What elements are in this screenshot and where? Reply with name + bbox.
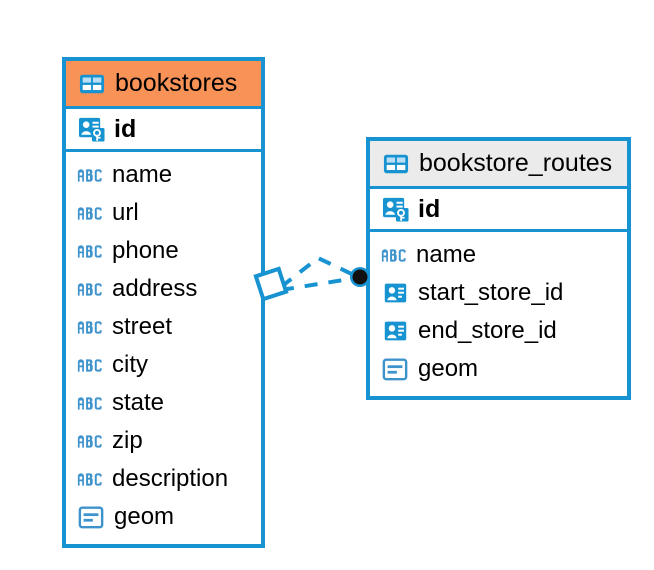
field-list-bookstores: name url (66, 152, 261, 540)
abc-text-icon (77, 428, 103, 454)
entity-header-bookstore-routes[interactable]: bookstore_routes (370, 141, 627, 186)
geometry-icon (77, 503, 105, 531)
foreign-key-icon (381, 279, 409, 307)
field-row[interactable]: zip (66, 422, 261, 460)
field-row[interactable]: address (66, 270, 261, 308)
abc-text-icon (77, 162, 103, 188)
field-label: description (112, 465, 229, 492)
abc-text-icon (77, 352, 103, 378)
field-row[interactable]: city (66, 346, 261, 384)
entity-table-bookstores[interactable]: bookstores (62, 57, 265, 548)
field-label: name (416, 241, 477, 268)
primary-key-icon (77, 115, 105, 143)
table-icon (78, 70, 106, 98)
geometry-icon (381, 355, 409, 383)
field-row[interactable]: geom (370, 350, 627, 388)
field-row[interactable]: description (66, 460, 261, 498)
field-label: street (112, 313, 173, 340)
field-row[interactable]: url (66, 194, 261, 232)
relationship-line-upper (279, 255, 357, 289)
abc-text-icon (381, 242, 407, 268)
field-label: address (112, 275, 198, 302)
field-row[interactable]: name (66, 156, 261, 194)
field-label: phone (112, 237, 179, 264)
field-label: zip (112, 427, 143, 454)
field-label: geom (418, 355, 479, 382)
field-label: geom (114, 503, 175, 530)
primary-key-label: id (418, 194, 441, 223)
field-row[interactable]: state (66, 384, 261, 422)
table-icon (382, 150, 410, 178)
primary-key-row[interactable]: id (66, 106, 261, 152)
field-label: city (112, 351, 148, 378)
foreign-key-icon (381, 317, 409, 345)
entity-table-bookstore-routes[interactable]: bookstore_routes (366, 137, 631, 400)
field-row[interactable]: phone (66, 232, 261, 270)
entity-name: bookstore_routes (419, 149, 613, 177)
primary-key-row[interactable]: id (370, 186, 627, 232)
primary-key-label: id (114, 114, 137, 143)
field-label: start_store_id (418, 279, 564, 306)
field-label: end_store_id (418, 317, 557, 344)
field-label: url (112, 199, 139, 226)
field-label: name (112, 161, 173, 188)
field-row[interactable]: geom (66, 498, 261, 536)
abc-text-icon (77, 200, 103, 226)
field-row[interactable]: end_store_id (370, 312, 627, 350)
abc-text-icon (77, 238, 103, 264)
abc-text-icon (77, 466, 103, 492)
field-row[interactable]: start_store_id (370, 274, 627, 312)
entity-header-bookstores[interactable]: bookstores (66, 61, 261, 106)
field-list-bookstore-routes: name start_store_id (370, 232, 627, 392)
abc-text-icon (77, 314, 103, 340)
field-row[interactable]: street (66, 308, 261, 346)
abc-text-icon (77, 390, 103, 416)
abc-text-icon (77, 276, 103, 302)
primary-key-icon (381, 195, 409, 223)
entity-name: bookstores (115, 69, 238, 97)
field-row[interactable]: name (370, 236, 627, 274)
relationship-line-lower (280, 276, 357, 292)
field-label: state (112, 389, 165, 416)
